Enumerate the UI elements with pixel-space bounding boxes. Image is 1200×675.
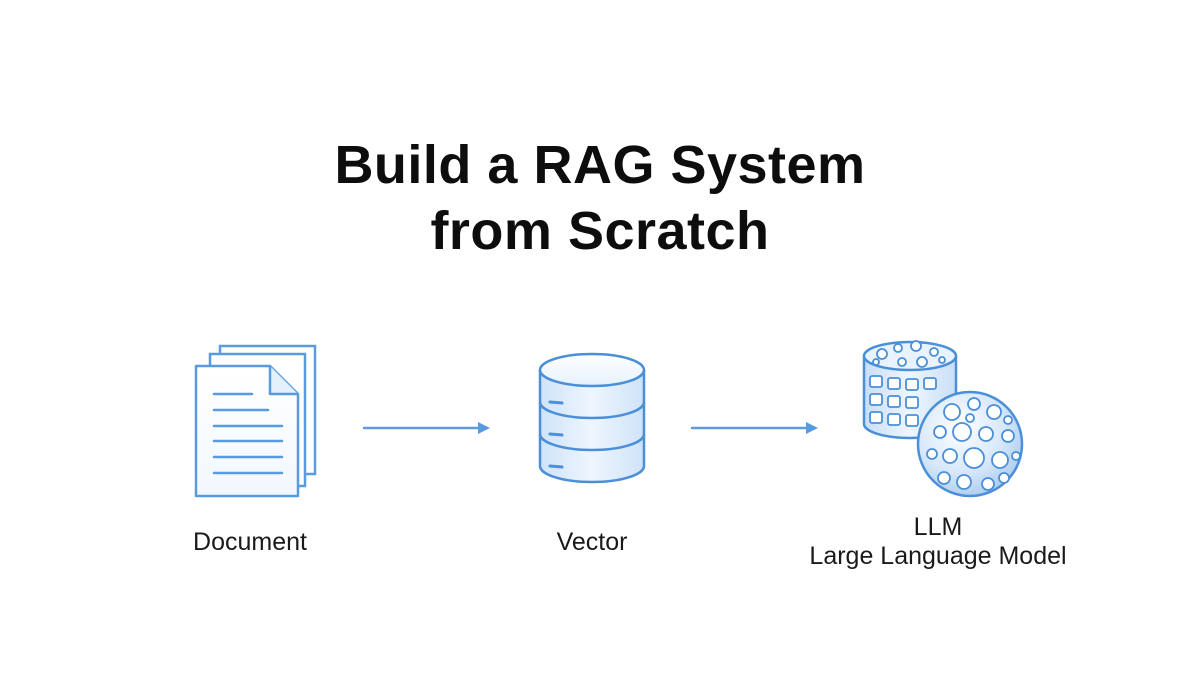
flow-arrow-2 xyxy=(690,422,818,434)
page-title: Build a RAG System from Scratch xyxy=(0,132,1200,264)
database-cylinder-icon xyxy=(538,352,646,484)
node-label-vector: Vector xyxy=(556,528,628,556)
node-label-llm-short: LLM xyxy=(913,513,963,541)
llm-spheres-icon xyxy=(862,340,1024,498)
title-line-2: from Scratch xyxy=(430,201,770,261)
node-label-document: Document xyxy=(193,528,307,556)
node-label-llm: LLM Large Language Model xyxy=(780,513,1096,571)
document-stack-icon xyxy=(194,344,317,498)
flow-arrow-1 xyxy=(362,422,490,434)
node-label-llm-full: Large Language Model xyxy=(809,542,1067,570)
title-line-1: Build a RAG System xyxy=(334,135,866,195)
